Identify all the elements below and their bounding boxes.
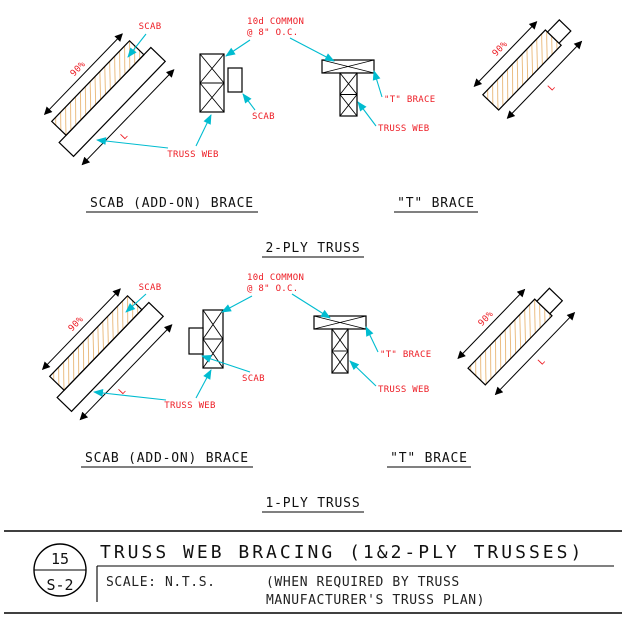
leader-line (195, 369, 212, 399)
caption-t-brace: "T" BRACE (390, 451, 468, 466)
scab-label: SCAB (252, 112, 275, 122)
caption-scab-add-on-brace: SCAB (ADD-ON) BRACE (90, 196, 254, 211)
truss-web-label: TRUSS WEB (167, 150, 218, 160)
sheet-number: S-2 (46, 576, 73, 594)
brace-member (481, 29, 563, 111)
leader-line (225, 39, 251, 57)
t-brace-label: "T" BRACE (380, 350, 431, 360)
nail-spacing-note-line1: 10d COMMON (247, 273, 304, 283)
truss-web-label: TRUSS WEB (378, 385, 429, 395)
web-length-dimension (79, 324, 173, 421)
detail-number: 15 (51, 550, 69, 568)
leader-line (127, 33, 147, 58)
web-section-with-scab (199, 53, 243, 113)
leader-line (221, 295, 253, 313)
scab-section (188, 327, 204, 355)
leader-line (201, 355, 251, 373)
scab-label: SCAB (242, 374, 265, 384)
length-label: L (117, 386, 128, 397)
x-brace-line (199, 82, 225, 113)
scab-section (227, 67, 243, 93)
scab-label: SCAB (139, 22, 162, 32)
title-block: 15 S-2 TRUSS WEB BRACING (1&2-PLY TRUSSE… (4, 530, 622, 614)
heading-1-ply-truss: 1-PLY TRUSS (266, 496, 361, 511)
leader-line (291, 293, 331, 319)
scale-note: SCALE: N.T.S. (106, 575, 216, 590)
brace-length-dimension (457, 288, 526, 360)
web-section-with-scab (188, 309, 224, 369)
leader-line (349, 360, 377, 387)
requirement-note-line2: MANUFACTURER'S TRUSS PLAN) (266, 593, 485, 608)
x-brace-line (321, 59, 375, 74)
caption-scab-add-on-brace: SCAB (ADD-ON) BRACE (85, 451, 249, 466)
truss-web-label: TRUSS WEB (378, 124, 429, 134)
detail-title: TRUSS WEB BRACING (1&2-PLY TRUSSES) (100, 542, 584, 563)
truss-web-label: TRUSS WEB (164, 401, 215, 411)
web-length-dimension (506, 40, 583, 119)
chord-block (546, 18, 572, 45)
x-brace-line (202, 309, 224, 340)
web-length-dimension (494, 312, 576, 396)
x-brace-line (202, 338, 224, 369)
leader-line (93, 389, 167, 401)
nail-spacing-note-line2: @ 8" O.C. (247, 284, 298, 294)
brace-member (467, 298, 553, 386)
leader-line (242, 93, 256, 111)
ninety-percent-label: 90% (477, 309, 496, 328)
t-brace-elevation: 90% L (457, 287, 576, 396)
one-ply-section: 90% L (41, 273, 576, 513)
leader-line (365, 326, 379, 353)
ninety-percent-label: 90% (69, 59, 88, 78)
web-length-dimension (81, 69, 175, 166)
t-brace-elevation: 90% L (473, 18, 583, 119)
brace-length-dimension (473, 21, 538, 87)
x-brace-line (339, 72, 358, 95)
leader-line (125, 293, 147, 313)
nail-spacing-note-line1: 10d COMMON (247, 17, 304, 27)
requirement-note-line1: (WHEN REQUIRED BY TRUSS (266, 575, 460, 590)
leader-line (96, 137, 169, 149)
length-label: L (537, 356, 548, 367)
caption-t-brace: "T" BRACE (397, 196, 475, 211)
leader-line (372, 70, 383, 98)
length-label: L (546, 82, 557, 93)
x-brace-line (313, 315, 367, 330)
ninety-percent-label: 90% (67, 314, 86, 333)
t-brace-label: "T" BRACE (384, 95, 435, 105)
leader-line (195, 114, 212, 147)
x-brace-line (339, 94, 358, 117)
leader-line (357, 101, 377, 127)
scab-brace-elevation: 90% L (41, 288, 173, 421)
x-brace-line (331, 328, 349, 352)
length-label: L (119, 131, 130, 142)
two-ply-section: 90% L (43, 17, 583, 258)
heading-2-ply-truss: 2-PLY TRUSS (266, 241, 361, 256)
t-brace-section (321, 59, 375, 117)
nail-spacing-note-line2: @ 8" O.C. (247, 28, 298, 38)
leader-line (289, 37, 335, 62)
x-brace-line (331, 350, 349, 374)
t-brace-section (313, 315, 367, 374)
x-brace-line (199, 53, 225, 84)
scab-label: SCAB (139, 283, 162, 293)
chord-block (536, 287, 564, 315)
scab-brace-elevation: 90% L (43, 33, 175, 166)
ninety-percent-label: 90% (491, 39, 510, 58)
